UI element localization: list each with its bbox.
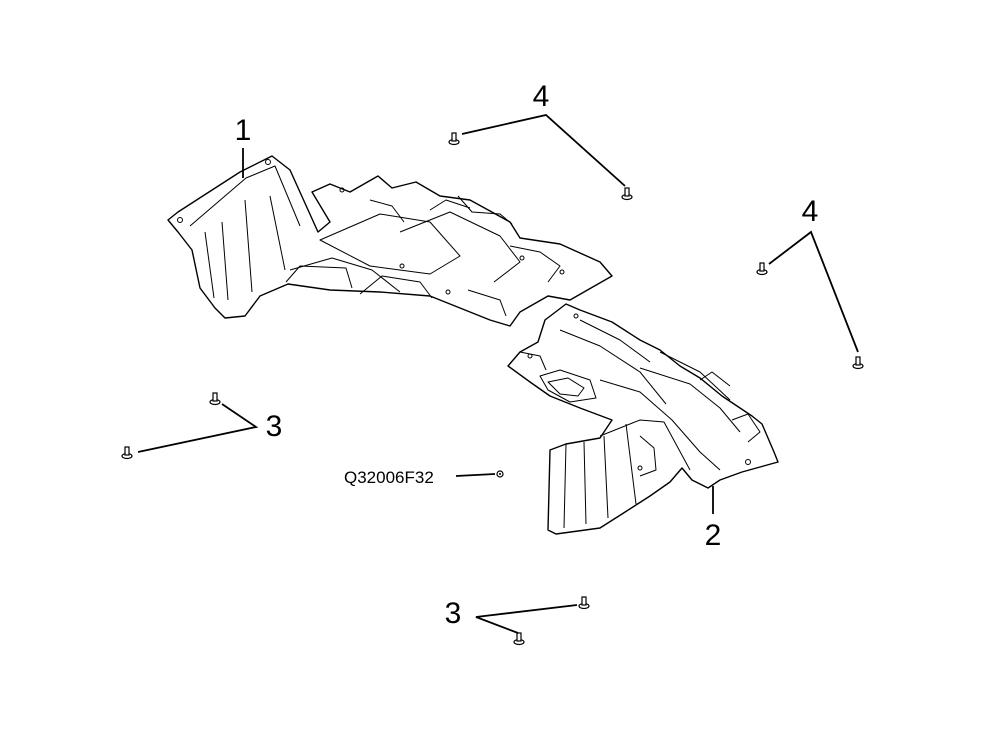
nut-q32006f32 xyxy=(496,470,504,478)
callout-fastener-4-right: 4 xyxy=(802,195,819,228)
fastener-4-right-lower xyxy=(852,356,864,370)
splash-shield-part-2 xyxy=(507,303,779,535)
callout-fastener-3-left: 3 xyxy=(266,410,283,443)
fastener-3-left-upper xyxy=(209,392,221,406)
fastener-4-top-left xyxy=(448,132,460,146)
leader-part-number xyxy=(455,473,496,477)
fastener-4-top-right xyxy=(621,187,633,201)
fastener-4-right-upper xyxy=(756,262,768,276)
callout-fastener-3-bottom: 3 xyxy=(445,597,462,630)
callout-fastener-4-top: 4 xyxy=(533,80,550,113)
splash-shield-part-1 xyxy=(167,155,613,327)
leader-4-right xyxy=(768,230,859,353)
callout-part-1: 1 xyxy=(235,114,252,147)
leader-4-top xyxy=(461,114,626,187)
fastener-3-bottom-lower xyxy=(513,632,525,646)
leader-3-left xyxy=(137,403,259,453)
leader-3-bottom xyxy=(475,604,578,634)
fastener-3-left-lower xyxy=(121,446,133,460)
part-number-label: Q32006F32 xyxy=(344,468,434,487)
fastener-3-bottom-upper xyxy=(578,596,590,610)
callout-part-2: 2 xyxy=(705,519,722,552)
